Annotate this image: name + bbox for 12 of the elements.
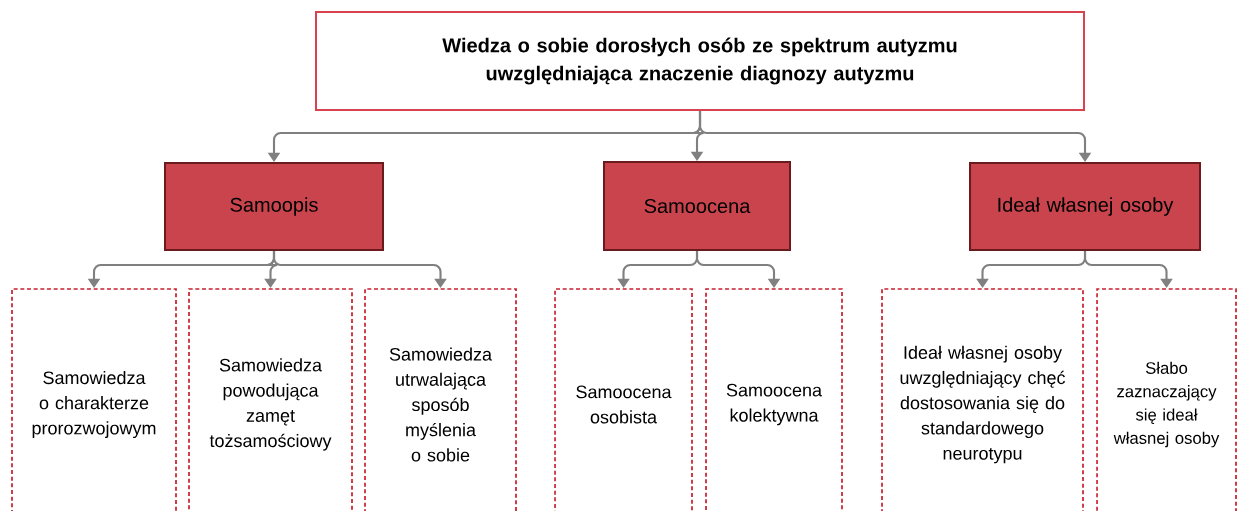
subcategory-box: Samowiedza utrwalająca sposób myślenia o sobie — [364, 288, 517, 511]
subcategory-box: Samowiedza powodująca zamęt tożsamościowy — [188, 288, 353, 511]
category-box: Ideał własnej osoby — [969, 162, 1201, 251]
subcategory-box: Ideał własnej osoby uwzględniający chęć dostosowania się do standardowego neurotypu — [881, 288, 1084, 511]
category-box: Samoocena — [603, 161, 791, 251]
title-box: Wiedza o sobie dorosłych osób ze spektrum autyzmu uwzględniająca znaczenie diagnozy autyzmu — [315, 11, 1085, 111]
arrow — [698, 111, 1092, 162]
subcategory-box: Samoocena osobista — [554, 288, 693, 511]
subcategory-box: Samowiedza o charakterze prorozwojowym — [11, 288, 177, 511]
subcategory-box: Słabo zaznaczający się ideał własnej osoby — [1096, 288, 1237, 511]
subcategory-box: Samoocena kolektywna — [705, 288, 843, 511]
category-box: Samoopis — [164, 162, 384, 251]
